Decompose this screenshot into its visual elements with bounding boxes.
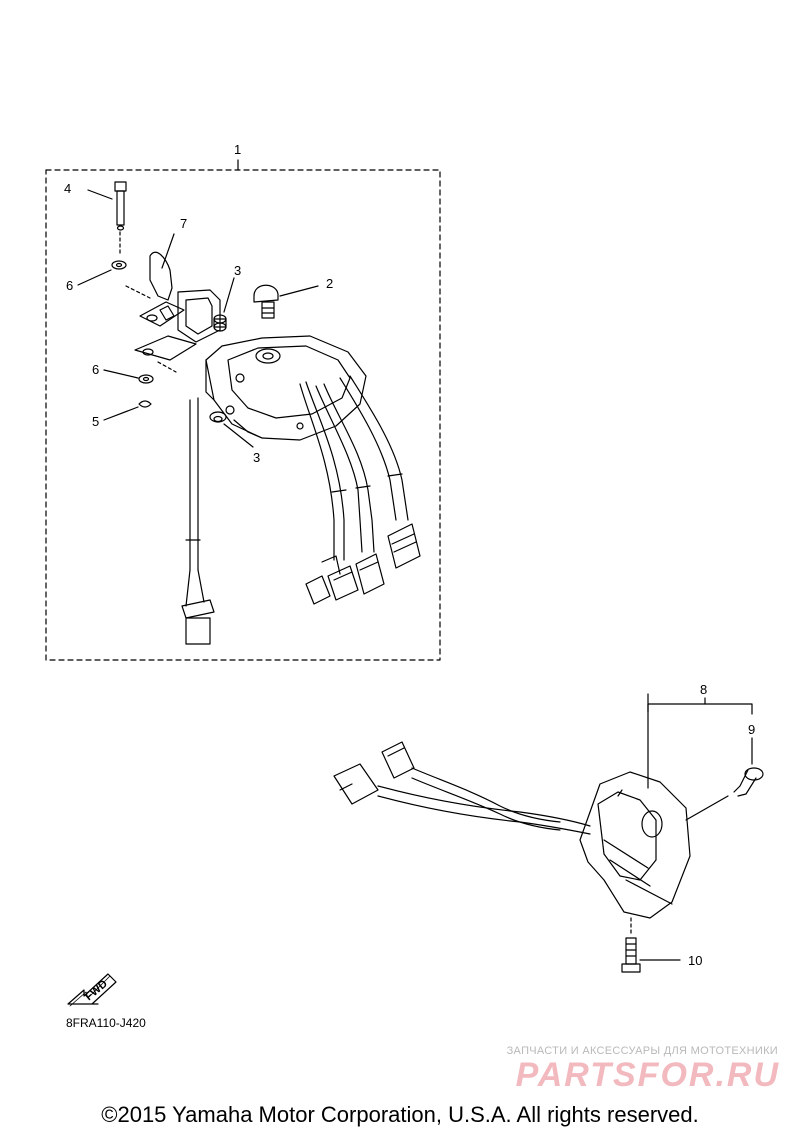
callout-10: 10 bbox=[688, 953, 702, 968]
connector-lower-left bbox=[181, 569, 215, 645]
exploded-parts-diagram: FWD 1 4 7 3 2 6 6 5 3 8 9 10 bbox=[45, 142, 764, 1007]
switch-housing bbox=[205, 335, 367, 441]
callout-6-bottom: 6 bbox=[92, 362, 99, 377]
callout-8: 8 bbox=[700, 682, 707, 697]
copyright-notice: ©2015 Yamaha Motor Corporation, U.S.A. A… bbox=[101, 1102, 699, 1127]
fwd-arrow-icon bbox=[67, 973, 117, 1007]
connector-lower-large bbox=[333, 763, 379, 805]
connector-right bbox=[355, 553, 385, 595]
part-3-collar-bottom bbox=[209, 411, 227, 423]
callout-1: 1 bbox=[234, 142, 241, 157]
part-9-screw bbox=[685, 737, 764, 821]
callout-2: 2 bbox=[326, 276, 333, 291]
drawing-code: 8FRA110-J420 bbox=[66, 1016, 146, 1030]
part-8-callout-bracket bbox=[647, 703, 753, 715]
callout-3-top: 3 bbox=[234, 263, 241, 278]
callout-6-top: 6 bbox=[66, 278, 73, 293]
part-4-bolt bbox=[114, 181, 127, 257]
part-5-clip bbox=[138, 400, 152, 408]
part-8-switch-assembly bbox=[579, 693, 691, 919]
connector-left-small bbox=[305, 555, 341, 605]
bracket bbox=[125, 285, 221, 373]
callout-7: 7 bbox=[180, 216, 187, 231]
watermark-logo: PARTSFOR.RU bbox=[515, 1056, 780, 1094]
callout-9: 9 bbox=[748, 722, 755, 737]
assembly-1-boundary bbox=[45, 169, 441, 661]
connector-far-right bbox=[387, 523, 421, 569]
watermark-subtitle: ЗАПЧАСТИ И АКСЕССУАРЫ ДЛЯ МОТОТЕХНИКИ bbox=[506, 1045, 778, 1057]
callout-5: 5 bbox=[92, 414, 99, 429]
switch-wire-harness bbox=[185, 375, 409, 571]
part-6-washer-top bbox=[111, 260, 127, 270]
callout-4: 4 bbox=[64, 181, 71, 196]
part-7-lever bbox=[139, 233, 185, 327]
part-6-washer-bottom bbox=[138, 374, 154, 384]
lower-wire-harness bbox=[377, 767, 591, 835]
callout-3-bottom: 3 bbox=[253, 450, 260, 465]
connector-lower-small bbox=[381, 741, 415, 779]
part-10-bolt bbox=[621, 917, 641, 973]
connector-middle bbox=[327, 565, 359, 601]
part-2-knob bbox=[253, 284, 279, 319]
part-3-collar-top bbox=[213, 314, 227, 332]
